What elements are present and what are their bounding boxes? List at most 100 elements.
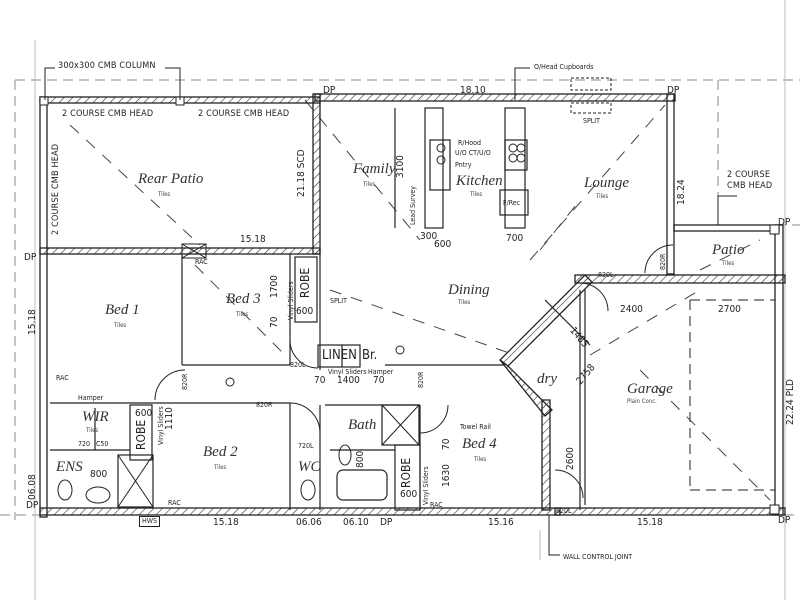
dim-ens-800: 800 [90, 469, 108, 480]
dim-lounge-side: 18.24 [676, 179, 687, 205]
uo-ct-label: U/O CT/U/O [455, 149, 491, 157]
vinyl-sliders-label: Vinyl Sliders [422, 466, 430, 505]
linen-cupboard: LINEN [322, 348, 357, 363]
dim-robe-600-bed2: 600 [135, 408, 153, 419]
dim-top-wall: 18.10 [460, 85, 486, 96]
split-system-top: SPLIT [583, 117, 601, 125]
towel-rail-label: Towel Rail [460, 423, 491, 431]
dim-700: 700 [506, 233, 524, 244]
downpipe-label: DP [778, 515, 791, 526]
door-size: 820L [598, 271, 614, 279]
vinyl-sliders-label: Vinyl Sliders [287, 281, 295, 320]
dim-garage-side: 22.24 PLD [785, 379, 796, 425]
dim-bottom-mid2: 06.10 [343, 517, 369, 528]
door-size: 820R [181, 373, 189, 390]
floor-finish: Tiles [114, 322, 127, 329]
floor-finish: Tiles [86, 427, 99, 434]
dim-ens-side: 06.08 [27, 474, 38, 500]
dim-garage-2600: 2600 [565, 447, 576, 470]
floor-finish: Tiles [158, 191, 171, 198]
head-note-top-mid: 2 COURSE CMB HEAD [198, 109, 290, 119]
dim-robe-1700: 1700 [269, 275, 280, 298]
split-system-mid: SPLIT [330, 297, 348, 305]
dim-bottom-garage: 15.18 [637, 517, 663, 528]
dim-left-wall: 15.18 [27, 309, 38, 335]
hamper-label: Hamper [78, 394, 104, 402]
floor-finish: Tiles [596, 193, 609, 200]
dim-bed4-1630: 1630 [441, 464, 452, 487]
room-bed-1: Bed 1 [105, 302, 140, 318]
rac-label: RAC [430, 501, 443, 509]
floor-finish: Tiles [458, 299, 471, 306]
dim-bottom-mid1: 06.06 [296, 517, 322, 528]
robe-bed-4: ROBE [399, 457, 413, 488]
dim-garage-2700: 2700 [718, 304, 741, 315]
head-note-patio-1: 2 COURSE [727, 170, 771, 180]
room-patio: Patio [712, 242, 745, 258]
floor-finish: Tiles [236, 311, 249, 318]
room-wir: WIR [82, 409, 109, 425]
lead-survey-label: Lead Survey [409, 185, 417, 225]
rangehood-label: R/Hood [458, 139, 481, 147]
floor-finish: Tiles [214, 464, 227, 471]
dim-rear-patio-bottom: 15.18 [240, 234, 266, 245]
room-bed-4: Bed 4 [462, 436, 497, 452]
dim-garage-2400: 2400 [620, 304, 643, 315]
downpipe-label: DP [24, 252, 37, 263]
door-size: 820R [417, 371, 425, 388]
fridge-recess-label: F/Rec [503, 199, 521, 207]
room-lounge: Lounge [584, 175, 629, 191]
wall-control-joint-note: WALL CONTROL JOINT [563, 553, 633, 561]
dim-bottom-bed4: 15.16 [488, 517, 514, 528]
room-bed-2: Bed 2 [203, 444, 238, 460]
vinyl-sliders-label: Vinyl Sliders [328, 368, 367, 376]
broom-cupboard: Br. [362, 348, 378, 363]
dim-bottom-left: 15.18 [213, 517, 239, 528]
dim-linen-70-right: 70 [373, 375, 385, 386]
dim-600-kitchen: 600 [434, 239, 452, 250]
dim-robe-600-bed3: 600 [296, 306, 314, 317]
floor-finish: Tiles [363, 181, 376, 188]
dim-robe-600-bed4: 600 [400, 489, 418, 500]
door-size: 620L [556, 507, 572, 515]
hot-water-system: HWS [139, 516, 160, 527]
dim-bath-800: 800 [355, 450, 366, 468]
head-note-top-left: 2 COURSE CMB HEAD [62, 109, 154, 119]
room-kitchen: Kitchen [456, 173, 503, 189]
downpipe-label: DP [380, 517, 393, 528]
robe-bed-2: ROBE [134, 419, 148, 450]
column-note: 300x300 CMB COLUMN [58, 61, 156, 71]
room-rear-patio: Rear Patio [138, 171, 204, 187]
downpipe-label: DP [323, 85, 336, 96]
room-wc: WC [298, 459, 321, 475]
head-note-left: 2 COURSE CMB HEAD [51, 143, 61, 235]
hamper-label: Hamper [368, 368, 394, 376]
rac-label: RAC [168, 499, 181, 507]
door-size: 820L [290, 361, 306, 369]
room-bath: Bath [348, 417, 377, 433]
downpipe-label: DP [778, 217, 791, 228]
dim-bed4-70: 70 [441, 438, 452, 450]
room-bed-3: Bed 3 [226, 291, 261, 307]
floor-finish: Plain Conc. [627, 398, 657, 405]
dim-300: 300 [420, 231, 438, 242]
robe-bed-3: ROBE [298, 267, 312, 298]
floor-finish: Tiles [470, 191, 483, 198]
dim-wir-c50: C50 [96, 440, 109, 448]
door-size: 820R [256, 401, 273, 409]
dim-family-3100: 3100 [395, 155, 406, 178]
room-family: Family [353, 161, 396, 177]
dim-robe-1110: 1110 [164, 407, 175, 430]
room-laundry: dry [537, 371, 557, 387]
door-size: 820R [659, 253, 667, 270]
floor-finish: Tiles [722, 260, 735, 267]
downpipe-label: DP [667, 85, 680, 96]
room-dining: Dining [448, 282, 490, 298]
downpipe-label: DP [26, 500, 39, 511]
pantry-label: Pntry [455, 161, 472, 169]
dim-wir-720: 720 [78, 440, 91, 448]
head-note-patio-2: CMB HEAD [727, 181, 773, 191]
floor-finish: Tiles [474, 456, 487, 463]
dim-scd: 21.18 SCD [296, 149, 307, 197]
